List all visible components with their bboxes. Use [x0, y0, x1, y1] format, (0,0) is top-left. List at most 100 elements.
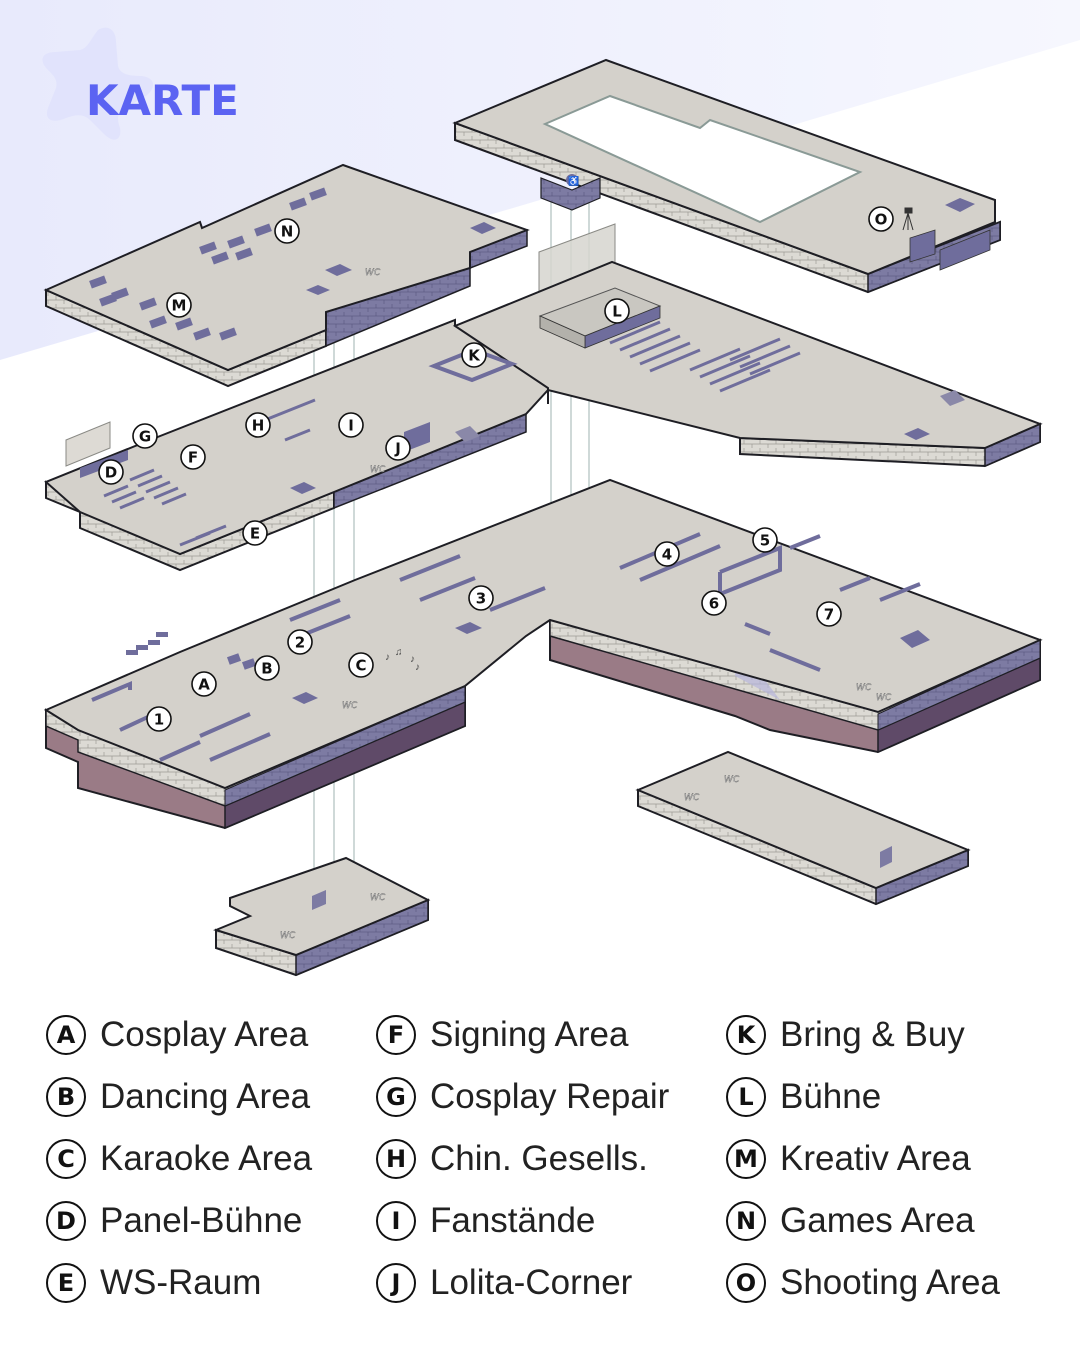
wheelchair-icon: ♿ [566, 174, 579, 186]
marker-badge: A [46, 1015, 86, 1055]
legend-label: Cosplay Repair [430, 1077, 670, 1116]
legend-label: Lolita-Corner [430, 1263, 633, 1302]
legend-item: D Panel-Bühne [46, 1196, 302, 1246]
legend-label: Cosplay Area [100, 1015, 309, 1054]
map-marker-f: F [180, 444, 206, 470]
svg-text:J: J [394, 440, 401, 458]
marker-badge: O [726, 1263, 766, 1303]
marker-badge: E [46, 1263, 86, 1303]
svg-text:E: E [250, 525, 260, 543]
basement-small: WC WC [213, 856, 431, 977]
wc-label: WC [684, 793, 700, 803]
map-marker-6: 6 [701, 590, 727, 616]
svg-text:M: M [172, 297, 187, 315]
map-marker-j: J [385, 435, 411, 461]
marker-badge: J [376, 1263, 416, 1303]
map-marker-o: O [868, 206, 894, 232]
legend-label: Shooting Area [780, 1263, 1000, 1302]
marker-badge: L [726, 1077, 766, 1117]
svg-text:A: A [198, 676, 210, 694]
svg-text:♪: ♪ [410, 654, 415, 665]
map-marker-c: C [348, 652, 374, 678]
svg-text:♪: ♪ [385, 652, 390, 663]
svg-text:H: H [252, 417, 265, 435]
map-marker-i: I [338, 412, 364, 438]
wc-label: WC [856, 683, 872, 693]
wc-label: WC [370, 893, 386, 903]
music-note-icon: ♪♫♪♪ [385, 647, 420, 673]
map-marker-b: B [254, 655, 280, 681]
legend-item: G Cosplay Repair [376, 1072, 669, 1122]
map-marker-l: L [604, 298, 630, 324]
marker-badge: D [46, 1201, 86, 1241]
legend-item: B Dancing Area [46, 1072, 310, 1122]
legend-label: Kreativ Area [780, 1139, 971, 1178]
wc-label: WC [342, 701, 358, 711]
ground-floor: ♪♫♪♪ WC WC WC [43, 478, 1043, 830]
svg-text:5: 5 [760, 532, 770, 550]
svg-text:7: 7 [824, 606, 834, 624]
svg-text:4: 4 [662, 546, 672, 564]
title-block: KARTE [38, 24, 258, 144]
legend-item: O Shooting Area [726, 1258, 1000, 1308]
legend-label: Dancing Area [100, 1077, 311, 1116]
svg-text:3: 3 [476, 590, 486, 608]
legend-label: Bring & Buy [780, 1015, 965, 1054]
svg-text:L: L [612, 303, 622, 321]
upper-left-floor: WC [43, 163, 530, 388]
svg-text:N: N [281, 223, 294, 241]
marker-badge: C [46, 1139, 86, 1179]
legend-label: Panel-Bühne [100, 1201, 303, 1240]
svg-text:1: 1 [154, 711, 164, 729]
map-marker-5: 5 [752, 527, 778, 553]
basement-right: WC WC [635, 750, 971, 906]
floor-map: ♿ WC [43, 58, 1043, 977]
svg-text:I: I [348, 417, 354, 435]
wc-label: WC [724, 775, 740, 785]
legend-label: Fanstände [430, 1201, 596, 1240]
map-marker-4: 4 [654, 541, 680, 567]
legend-item: H Chin. Gesells. [376, 1134, 648, 1184]
map-marker-7: 7 [816, 601, 842, 627]
svg-text:♿: ♿ [568, 175, 579, 186]
wc-label: WC [876, 693, 892, 703]
marker-badge: F [376, 1015, 416, 1055]
marker-badge: N [726, 1201, 766, 1241]
wc-label: WC [370, 465, 386, 475]
top-floor-ring: ♿ [452, 58, 1001, 294]
map-marker-g: G [132, 423, 158, 449]
svg-text:D: D [105, 464, 117, 482]
map-marker-2: 2 [287, 629, 313, 655]
svg-text:6: 6 [709, 595, 719, 613]
legend-item: J Lolita-Corner [376, 1258, 632, 1308]
legend-item: I Fanstände [376, 1196, 595, 1246]
legend-item: L Bühne [726, 1072, 881, 1122]
legend-label: Karaoke Area [100, 1139, 313, 1178]
svg-text:G: G [139, 428, 151, 446]
map-marker-d: D [98, 459, 124, 485]
legend-label: Chin. Gesells. [430, 1139, 648, 1178]
svg-text:C: C [355, 657, 366, 675]
wc-label: WC [280, 931, 296, 941]
svg-text:F: F [188, 449, 198, 467]
marker-badge: I [376, 1201, 416, 1241]
legend-item: N Games Area [726, 1196, 975, 1246]
map-marker-m: M [166, 292, 192, 318]
svg-text:2: 2 [295, 634, 305, 652]
middle-floor: WC [44, 260, 1043, 572]
legend-label: Games Area [780, 1201, 975, 1240]
svg-text:♪: ♪ [415, 662, 420, 673]
legend-item: A Cosplay Area [46, 1010, 308, 1060]
marker-badge: M [726, 1139, 766, 1179]
marker-badge: G [376, 1077, 416, 1117]
marker-badge: B [46, 1077, 86, 1117]
svg-text:B: B [261, 660, 272, 678]
map-marker-k: K [461, 342, 487, 368]
map-markers: O M N D E F G H I J K L A B C 1 2 3 4 5 6 7 [98, 206, 894, 732]
marker-badge: H [376, 1139, 416, 1179]
legend-label: Bühne [780, 1077, 882, 1116]
legend-item: M Kreativ Area [726, 1134, 971, 1184]
legend: A Cosplay Area B Dancing Area C Karaoke Are… [46, 1010, 1056, 1310]
